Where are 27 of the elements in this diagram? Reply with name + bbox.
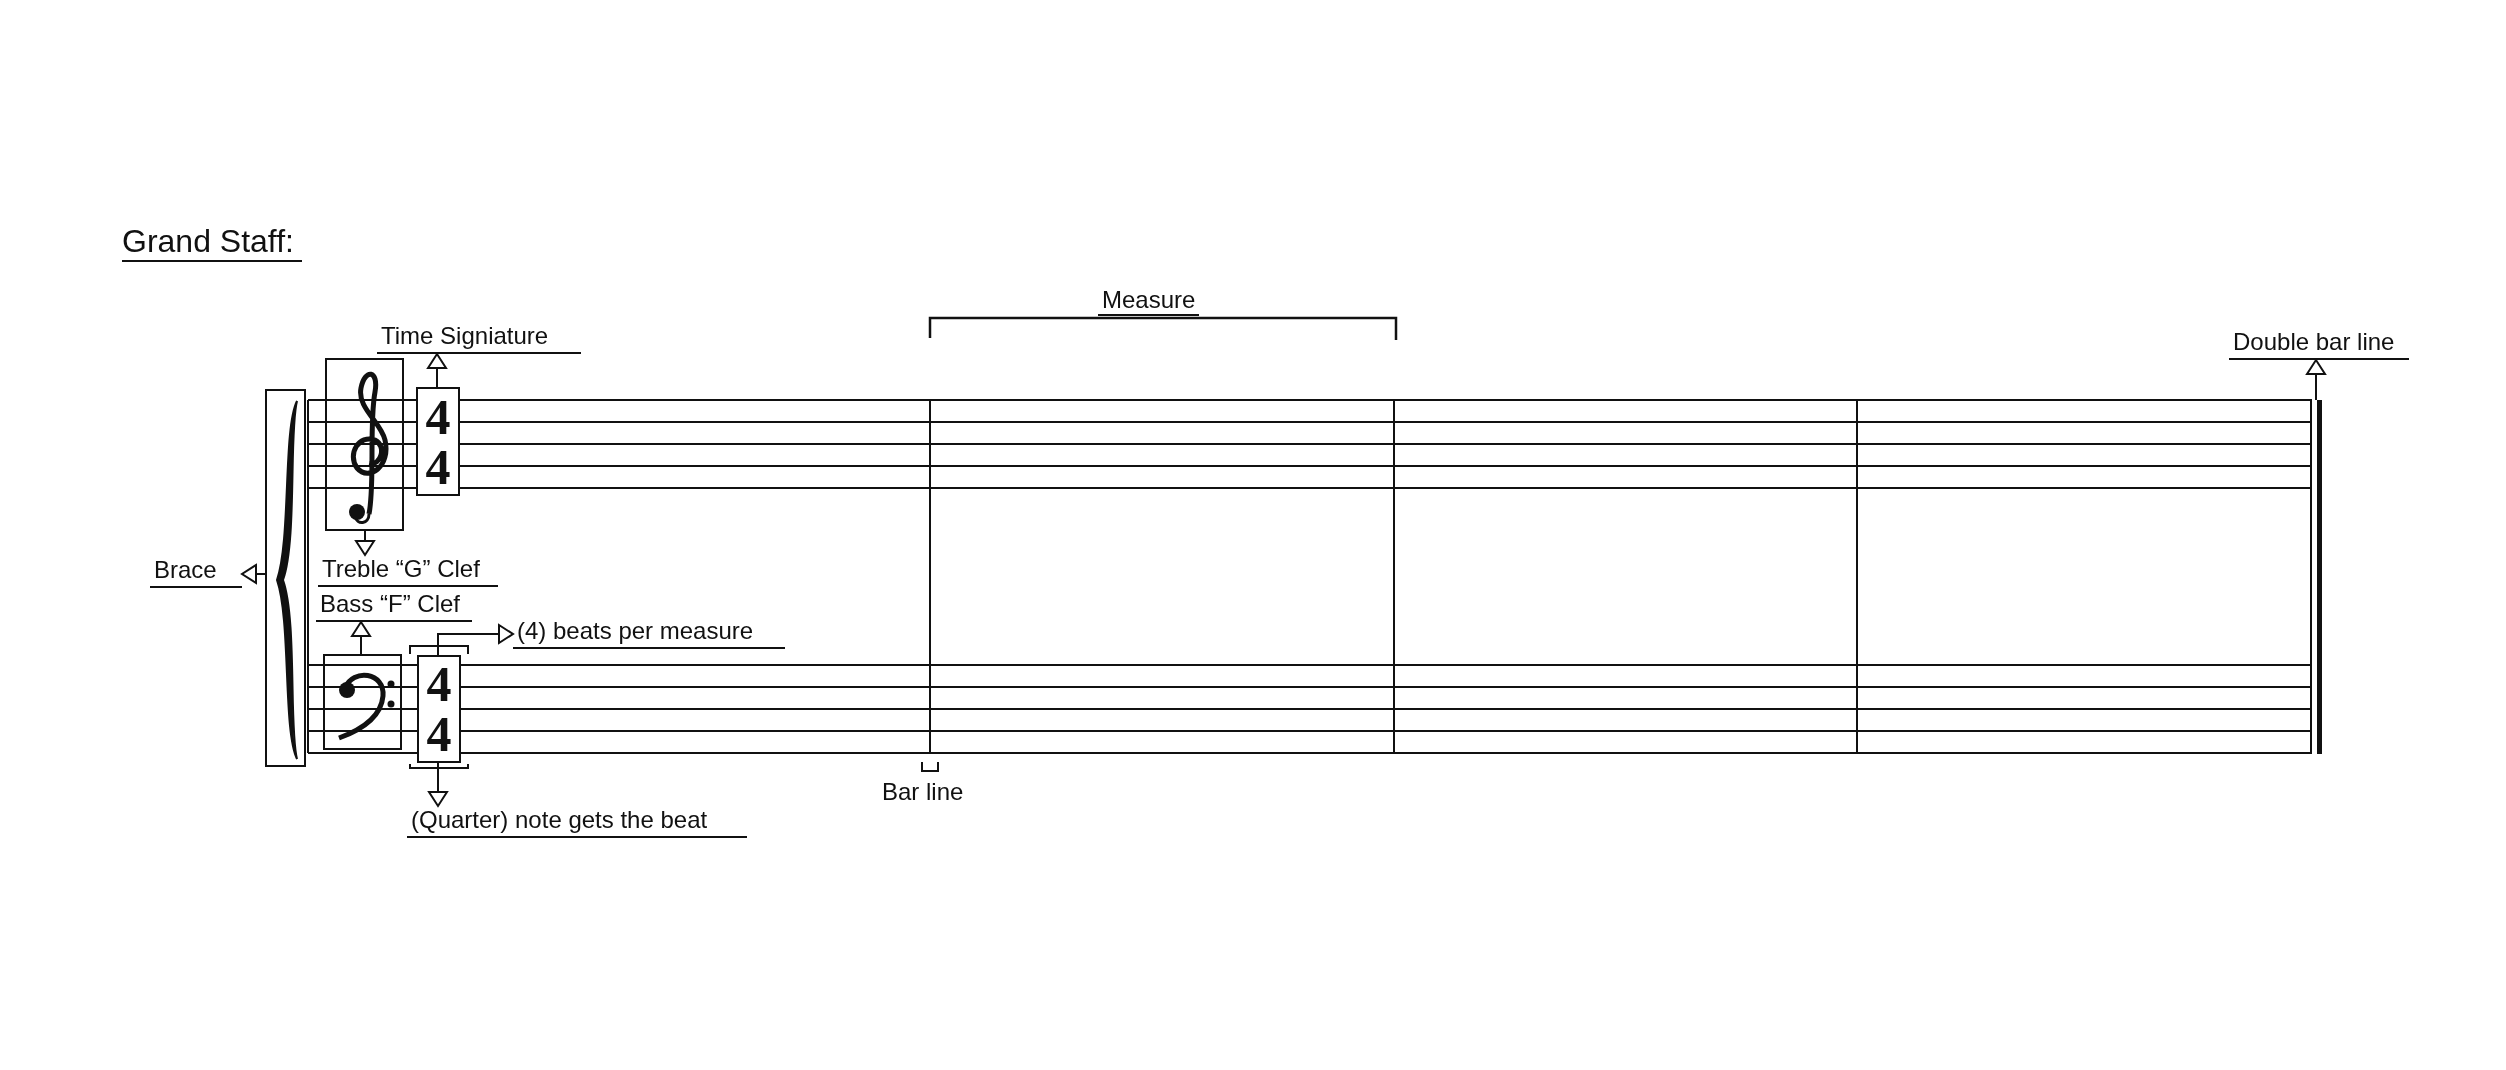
time-signature-digit: 4 [426,659,452,709]
leader-arrow [241,564,266,584]
time-signature-digit: 4 [425,441,451,492]
clef-box [323,654,402,750]
callout-label: Treble “G” Clef [318,555,498,587]
time-signature-box [416,387,460,496]
time-signature-box [417,655,461,763]
leader-arrow [2306,359,2326,401]
time-signature-digit: 4 [425,391,451,442]
callout-label: (Quarter) note gets the beat [407,806,747,838]
time-signature-digit: 4 [426,709,452,759]
brace-box [265,389,306,767]
clef-box [325,358,404,531]
callout-label: Time Signiature [377,322,581,354]
callout-label: Double bar line [2229,328,2409,360]
part-label: Measure [1098,286,1200,316]
leader-arrow [437,624,514,656]
leader-arrow [355,530,375,556]
diagram-title: Grand Staff: [122,222,302,262]
part-label: Bar line [882,778,964,806]
leader-arrow [351,621,371,655]
double-bar-line [2310,400,2322,754]
callout-label: Bass “F” Clef [316,590,472,622]
leader-arrow [428,762,448,807]
callout-label: Brace [150,556,242,588]
callout-label: (4) beats per measure [513,617,785,649]
leader-arrow [427,353,447,388]
